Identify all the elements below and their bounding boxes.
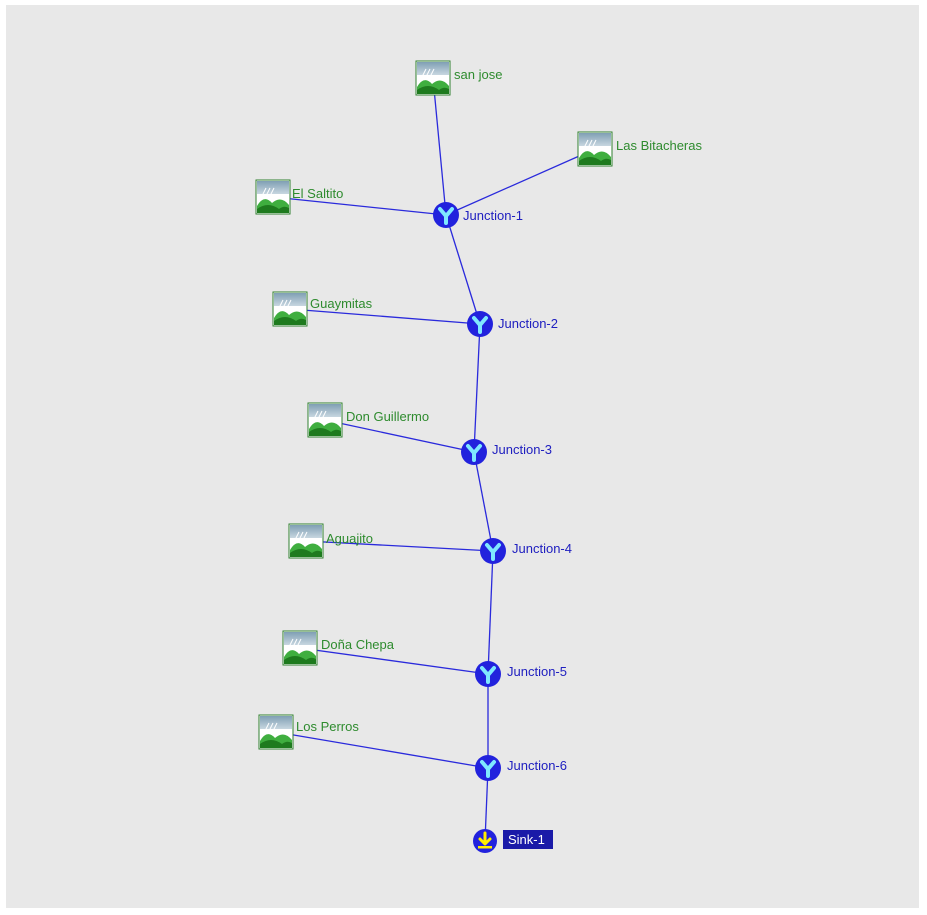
- subbasin-label: Doña Chepa: [321, 637, 395, 652]
- subbasin-label: Don Guillermo: [346, 409, 429, 424]
- sink-icon: [473, 829, 497, 853]
- link-los-perros-to-junction-6: [275, 731, 489, 769]
- subbasin-label: Los Perros: [296, 719, 359, 734]
- junction-label: Junction-1: [463, 208, 523, 223]
- subbasin-aguajito[interactable]: Aguajito: [288, 523, 373, 559]
- link-junction-3-to-junction-4: [473, 451, 494, 552]
- subbasin-san-jose[interactable]: san jose: [415, 60, 502, 96]
- junction-label: Junction-3: [492, 442, 552, 457]
- subbasin-icon: [415, 60, 451, 96]
- link-el-saltito-to-junction-1: [272, 196, 447, 216]
- subbasin-label: Aguajito: [326, 531, 373, 546]
- subbasin-los-perros[interactable]: Los Perros: [258, 714, 359, 750]
- junction-icon: [461, 439, 487, 465]
- subbasin-dona-chepa[interactable]: Doña Chepa: [282, 630, 395, 666]
- junction-icon: [480, 538, 506, 564]
- junction-6[interactable]: Junction-6: [475, 755, 567, 781]
- link-las-bitacheras-to-junction-1: [445, 148, 596, 216]
- junction-2[interactable]: Junction-2: [467, 311, 558, 337]
- junction-3[interactable]: Junction-3: [461, 439, 552, 465]
- link-don-guillermo-to-junction-3: [324, 419, 475, 453]
- basin-model-canvas[interactable]: san jose Las Bitacheras El Saltito: [6, 5, 919, 908]
- junction-icon: [433, 202, 459, 228]
- junction-4[interactable]: Junction-4: [480, 538, 572, 564]
- subbasin-don-guillermo[interactable]: Don Guillermo: [307, 402, 429, 438]
- junction-icon: [475, 755, 501, 781]
- sink-1[interactable]: Sink-1: [473, 829, 553, 853]
- subbasin-icon: [255, 179, 291, 215]
- subbasin-icon: [288, 523, 324, 559]
- subbasin-label: Guaymitas: [310, 296, 373, 311]
- subbasin-icon: [282, 630, 318, 666]
- link-san-jose-to-junction-1: [432, 77, 447, 216]
- subbasin-guaymitas[interactable]: Guaymitas: [272, 291, 373, 327]
- junction-label: Junction-6: [507, 758, 567, 773]
- basin-map: san jose Las Bitacheras El Saltito: [255, 60, 702, 853]
- junction-icon: [475, 661, 501, 687]
- subbasin-label: san jose: [454, 67, 502, 82]
- subbasin-label: El Saltito: [292, 186, 343, 201]
- link-junction-4-to-junction-5: [487, 550, 494, 675]
- junction-label: Junction-4: [512, 541, 572, 556]
- link-aguajito-to-junction-4: [305, 540, 494, 552]
- junction-label: Junction-5: [507, 664, 567, 679]
- subbasin-el-saltito[interactable]: El Saltito: [255, 179, 343, 215]
- link-junction-2-to-junction-3: [473, 323, 481, 453]
- selection-highlight: [503, 830, 553, 849]
- subbasin-las-bitacheras[interactable]: Las Bitacheras: [577, 131, 702, 167]
- junction-icon: [467, 311, 493, 337]
- junction-label: Junction-2: [498, 316, 558, 331]
- link-junction-1-to-junction-2: [445, 214, 481, 325]
- subbasin-label: Las Bitacheras: [616, 138, 702, 153]
- link-dona-chepa-to-junction-5: [299, 647, 489, 675]
- subbasin-icon: [307, 402, 343, 438]
- subbasin-icon: [258, 714, 294, 750]
- junction-1[interactable]: Junction-1: [433, 202, 523, 228]
- subbasin-icon: [577, 131, 613, 167]
- junction-5[interactable]: Junction-5: [475, 661, 567, 687]
- subbasin-icon: [272, 291, 308, 327]
- link-guaymitas-to-junction-2: [289, 308, 481, 325]
- sink-label: Sink-1: [508, 832, 545, 847]
